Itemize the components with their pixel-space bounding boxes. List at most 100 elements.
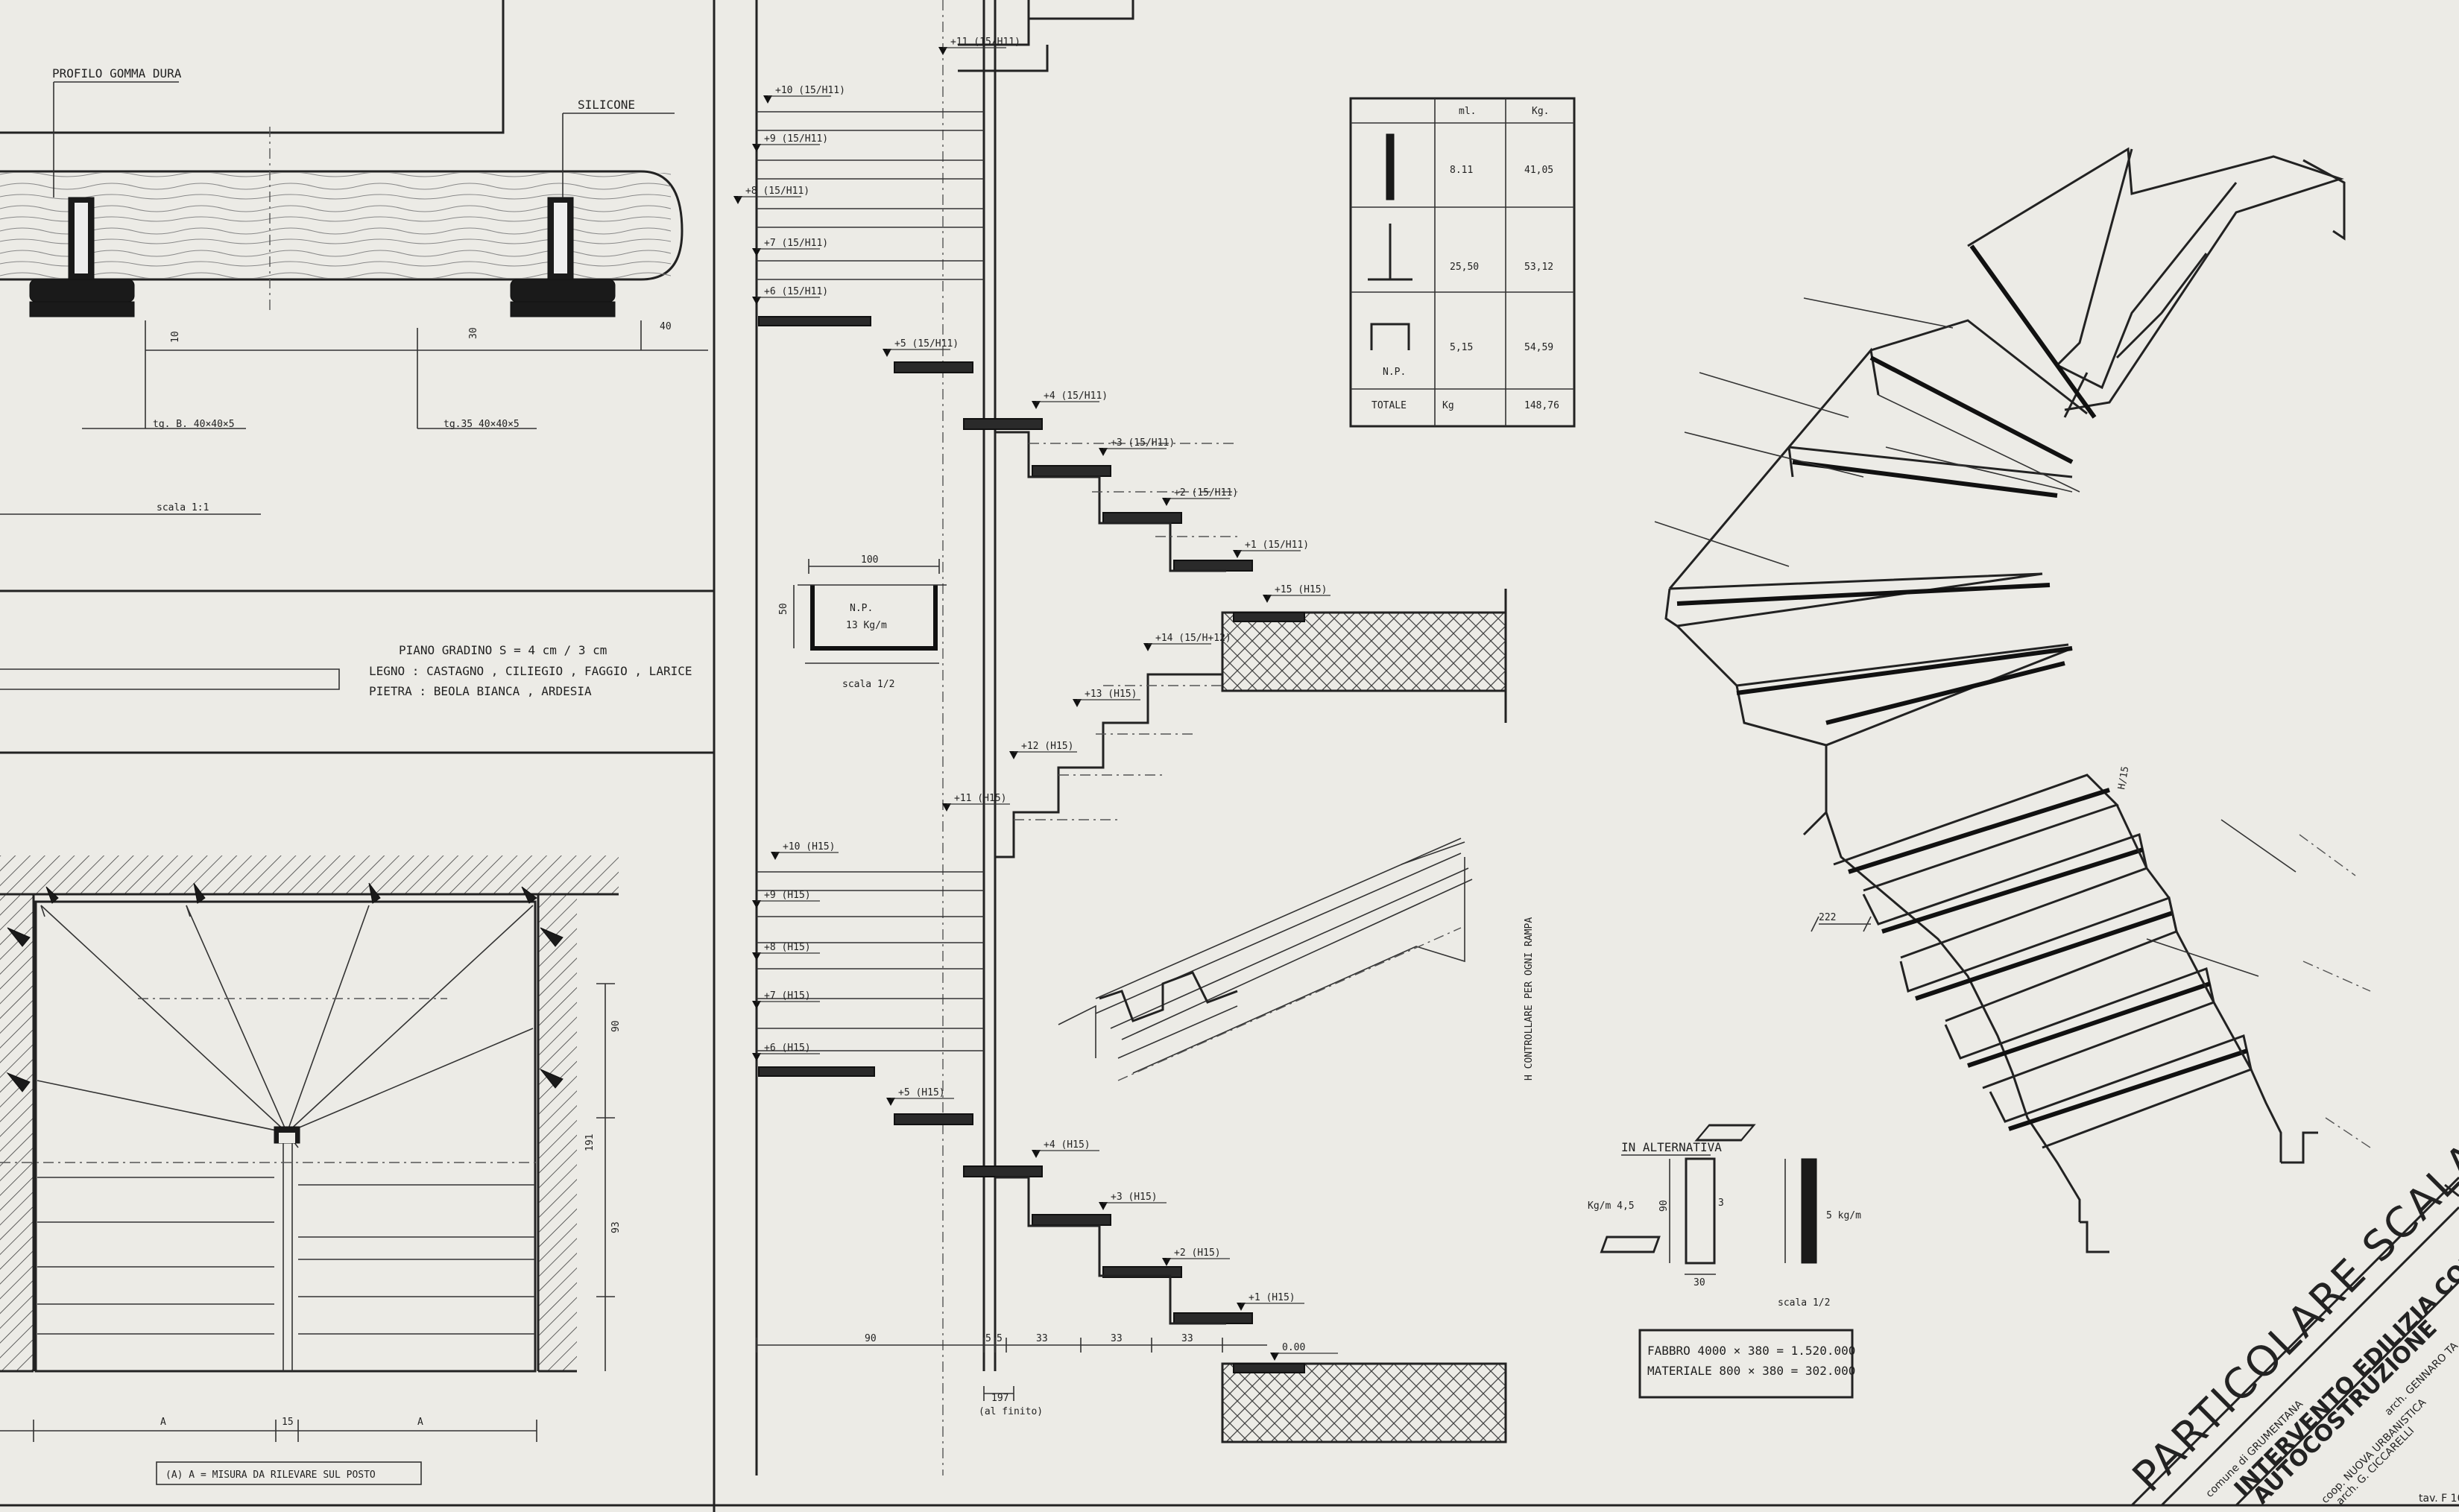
elev-dim-5b: 5	[997, 1333, 1003, 1344]
dim-30: 30	[468, 327, 479, 339]
elev-dim-197: 197	[991, 1393, 1008, 1404]
scale-1-1: scala 1:1	[157, 502, 209, 513]
stair-well-outline	[34, 900, 537, 1373]
vertical-note: H CONTROLLARE PER OGNI RAMPA	[1524, 917, 1535, 1081]
level-label: +10 (H15)	[783, 841, 835, 853]
silicone-leader	[562, 113, 675, 197]
stair-plan-view: 90 191 93 A 15 A (A) A = MISURA DA RILEV…	[0, 855, 622, 1485]
level-label: +7 (H15)	[764, 990, 811, 1002]
level-label: 0.00	[1282, 1342, 1305, 1353]
wt-total-label: TOTALE	[1371, 400, 1407, 411]
alt-scale: scala 1/2	[1778, 1297, 1830, 1309]
level-marker-icon	[1032, 1150, 1041, 1158]
level-marker-icon	[1237, 1303, 1246, 1311]
wt-header-ml: ml.	[1459, 106, 1476, 117]
tread-section-detail: PROFILO GOMMA DURA SILICONE 10 30 40 tg.…	[0, 0, 708, 515]
upper-frame	[0, 0, 505, 134]
level-label: +14 (15/H+12)	[1155, 633, 1231, 644]
plan-dim-a-right: A	[417, 1417, 423, 1428]
dim-10: 10	[170, 331, 181, 343]
level-marker-icon	[1143, 643, 1152, 651]
level-label: +15 (H15)	[1275, 584, 1327, 595]
winder-lines	[37, 905, 534, 1148]
stringer-isometric-sketch	[1058, 838, 1473, 1081]
elev-dim-5a: 5	[985, 1333, 991, 1344]
landing-slab-top	[1221, 611, 1507, 692]
level-label: +8 (H15)	[764, 942, 811, 953]
level-label: +3 (H15)	[1111, 1192, 1158, 1203]
sheet-number: tav. F 10	[2419, 1493, 2459, 1505]
tread-upper-1	[758, 316, 871, 326]
wt-row3-ml: 5,15	[1450, 342, 1473, 353]
level-marker-icon	[886, 1098, 895, 1106]
alt-dim-3: 3	[1718, 1198, 1724, 1209]
tread-upper-4	[1032, 465, 1111, 477]
level-marker-icon	[1233, 550, 1242, 558]
silicone-label: SILICONE	[578, 98, 635, 112]
tread-mid-3	[963, 1165, 1043, 1177]
dim-40: 40	[660, 321, 672, 332]
wt-row1-ml: 8.11	[1450, 165, 1473, 176]
elev-dim-33a: 33	[1036, 1333, 1048, 1344]
level-label: +8 (15/H11)	[745, 186, 809, 197]
channel-dim-100: 100	[861, 554, 878, 566]
wall-anchors	[6, 882, 564, 1092]
level-label: +9 (H15)	[764, 890, 811, 901]
flat-bar-icon	[1386, 133, 1395, 200]
plan-dim-191: 191	[584, 1134, 596, 1151]
materials-notes-box: PIANO GRADINO S = 4 cm / 3 cm LEGNO : CA…	[0, 589, 716, 754]
tread-mid-6	[1173, 1312, 1253, 1324]
level-label: +6 (H15)	[764, 1043, 811, 1054]
level-marker-icon	[752, 952, 761, 961]
level-label: +1 (15/H11)	[1245, 540, 1309, 551]
level-label: +6 (15/H11)	[764, 286, 828, 297]
channel-weight: 13 Kg/m	[846, 620, 887, 631]
elev-dim-33b: 33	[1111, 1333, 1123, 1344]
profile-label: PROFILO GOMMA DURA	[52, 66, 182, 80]
alt-dim-30: 30	[1693, 1277, 1705, 1288]
elev-dim-197-note: (al finito)	[979, 1406, 1043, 1417]
elev-dim-90: 90	[865, 1333, 877, 1344]
level-label: +5 (15/H11)	[894, 338, 959, 349]
wt-row3-code: N.P.	[1383, 367, 1406, 378]
level-marker-icon	[752, 248, 761, 256]
level-label: +4 (15/H11)	[1044, 390, 1108, 402]
level-marker-icon	[938, 47, 947, 55]
tread-upper-2	[894, 361, 973, 373]
tread-upper-3	[963, 418, 1043, 430]
weights-table: ml. Kg. 8.11 41,05 25,50 53,12 5,15 54,5…	[1349, 97, 1576, 428]
level-marker-icon	[771, 852, 780, 860]
rect-tube-icon	[1685, 1157, 1716, 1265]
channel-profile-name: N.P.	[850, 603, 873, 614]
level-label: +7 (15/H11)	[764, 238, 828, 249]
channel-dim-50: 50	[778, 603, 789, 615]
level-markers: +11 (15/H11)+10 (15/H11)+9 (15/H11)+8 (1…	[733, 37, 1338, 1361]
channel-icon	[1370, 323, 1410, 350]
level-label: +12 (H15)	[1021, 741, 1073, 752]
level-marker-icon	[752, 1001, 761, 1009]
alt-weight-left: Kg/m 4,5	[1588, 1201, 1635, 1212]
plan-footnote: (A) A = MISURA DA RILEVARE SUL POSTO	[165, 1470, 376, 1481]
alt-dim-90: 90	[1658, 1200, 1670, 1212]
level-label: +2 (H15)	[1174, 1247, 1221, 1259]
profile-left-label: tg. B. 40×40×5	[153, 419, 235, 430]
profile-leader	[53, 81, 179, 197]
level-marker-icon	[752, 900, 761, 908]
plan-dim-a-left: A	[160, 1417, 166, 1428]
plan-dim-90: 90	[610, 1020, 622, 1032]
level-marker-icon	[752, 1053, 761, 1061]
note-line-1: PIANO GRADINO S = 4 cm / 3 cm	[399, 643, 607, 657]
level-marker-icon	[942, 803, 951, 812]
level-label: +3 (15/H11)	[1111, 437, 1175, 449]
channel-scale: scala 1/2	[842, 679, 894, 690]
level-label: +10 (15/H11)	[775, 85, 845, 96]
t-bar-icon	[1368, 224, 1412, 281]
alternative-profile: IN ALTERNATIVA Kg/m 4,5 5 kg/m 90 3 30 s…	[1588, 1140, 1861, 1309]
level-label: +4 (H15)	[1044, 1139, 1090, 1151]
wt-total-value: 148,76	[1524, 400, 1559, 411]
cost-row-2: MATERIALE 800 × 380 = 302.000	[1647, 1364, 1855, 1378]
elev-dim-33c: 33	[1181, 1333, 1193, 1344]
alt-label: IN ALTERNATIVA	[1621, 1140, 1722, 1154]
wt-row1-kg: 41,05	[1524, 165, 1553, 176]
